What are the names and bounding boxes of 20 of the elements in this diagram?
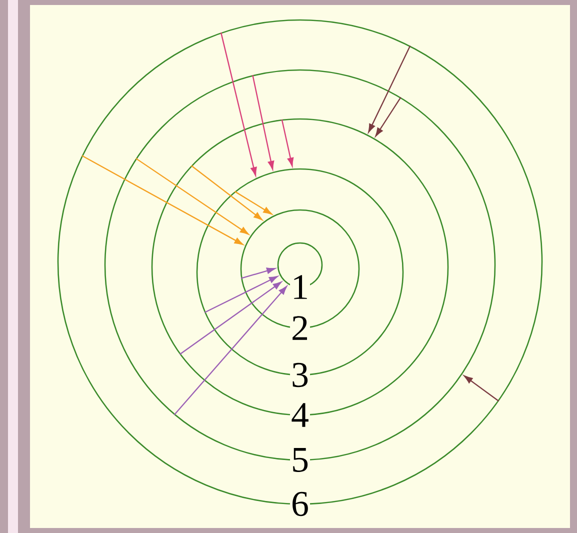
arrow [240,268,276,279]
arrow [220,32,257,176]
arrow [234,190,272,214]
arrow [375,96,402,136]
arrow [174,286,288,416]
arrow [179,282,282,355]
arrow [252,75,274,170]
arrow [82,155,244,245]
level-number: 3 [290,362,310,388]
level-number: 4 [290,402,310,428]
arrow [190,165,262,220]
level-number: 2 [290,315,310,341]
level-number: 1 [290,274,310,300]
arrow [368,46,411,133]
arrow [136,158,249,235]
level-number: 5 [290,447,310,473]
level-number: 6 [290,490,310,518]
arrow [204,276,278,314]
arrow [464,376,500,402]
arrow [281,119,294,166]
